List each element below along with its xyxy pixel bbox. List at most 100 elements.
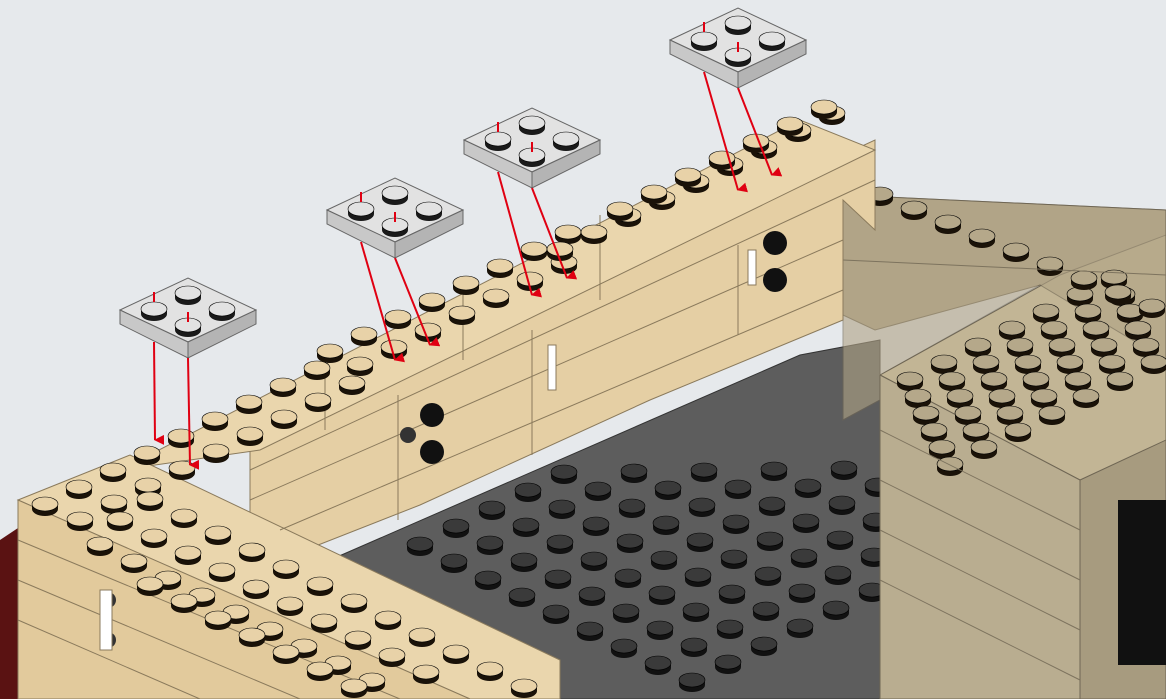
dark-tan-stud xyxy=(955,406,981,425)
floor-stud xyxy=(687,533,713,552)
floor-stud xyxy=(759,497,785,516)
floor-stud xyxy=(475,571,501,590)
plate-stud xyxy=(553,132,579,151)
tan-stud xyxy=(236,395,262,414)
tan-stud xyxy=(134,446,160,465)
tan-stud xyxy=(487,259,513,278)
dark-tan-stud xyxy=(905,389,931,408)
tan-stud xyxy=(239,543,265,562)
dark-tan-stud xyxy=(935,215,961,234)
tan-stud xyxy=(101,495,127,514)
floor-stud xyxy=(787,619,813,638)
dark-tan-stud xyxy=(921,423,947,442)
floor-stud xyxy=(823,601,849,620)
floor-stud xyxy=(479,501,505,520)
plate-stud xyxy=(759,32,785,51)
floor-stud xyxy=(615,569,641,588)
tan-stud xyxy=(203,444,229,463)
floor-stud xyxy=(647,621,673,640)
tan-stud xyxy=(347,357,373,376)
floor-stud xyxy=(685,568,711,587)
floor-stud xyxy=(579,587,605,606)
dark-tan-stud xyxy=(1075,304,1101,323)
floor-stud xyxy=(551,465,577,484)
tan-stud xyxy=(67,512,93,531)
dark-tan-stud xyxy=(931,355,957,374)
dark-tan-stud xyxy=(1033,304,1059,323)
floor-stud xyxy=(581,552,607,571)
tan-stud xyxy=(351,327,377,346)
floor-stud xyxy=(443,519,469,538)
dark-tan-stud xyxy=(981,372,1007,391)
dark-tan-stud xyxy=(937,457,963,476)
tan-stud xyxy=(443,645,469,664)
floor-stud xyxy=(689,498,715,517)
tan-stud xyxy=(202,412,228,431)
floor-stud xyxy=(477,536,503,555)
floor-stud xyxy=(793,514,819,533)
dark-tan-stud xyxy=(1039,406,1065,425)
floor-stud xyxy=(509,588,535,607)
dark-tan-stud xyxy=(1065,372,1091,391)
tan-stud xyxy=(66,480,92,499)
plate-stud xyxy=(519,116,545,135)
dark-tan-stud xyxy=(939,372,965,391)
tan-stud xyxy=(675,168,701,187)
floor-stud xyxy=(577,622,603,641)
tan-stud xyxy=(341,594,367,613)
dark-tan-stud xyxy=(1073,389,1099,408)
tan-stud xyxy=(270,378,296,397)
dark-tan-stud xyxy=(969,229,995,248)
dark-tan-stud xyxy=(1031,389,1057,408)
technic-hole xyxy=(763,231,787,255)
floor-stud xyxy=(755,567,781,586)
dark-tan-stud xyxy=(1083,321,1109,340)
dark-tan-stud xyxy=(913,406,939,425)
tan-stud xyxy=(341,679,367,698)
tan-stud xyxy=(100,463,126,482)
tan-stud xyxy=(205,611,231,630)
technic-hole xyxy=(763,268,787,292)
floor-stud xyxy=(511,553,537,572)
floor-stud xyxy=(407,537,433,556)
floor-stud xyxy=(753,602,779,621)
technic-hole xyxy=(420,440,444,464)
dark-tan-stud xyxy=(1003,243,1029,262)
dark-tan-stud xyxy=(965,338,991,357)
floor-stud xyxy=(751,637,777,656)
dark-tan-stud xyxy=(1067,287,1093,306)
tan-stud xyxy=(171,509,197,528)
dark-tan-stud xyxy=(1105,285,1131,304)
tan-stud xyxy=(409,628,435,647)
dark-tan-stud xyxy=(1041,321,1067,340)
dark-tan-stud xyxy=(1007,338,1033,357)
placement-arrow xyxy=(154,342,155,440)
floor-stud xyxy=(715,655,741,674)
technic-hole xyxy=(400,427,416,443)
floor-stud xyxy=(613,604,639,623)
floor-stud xyxy=(761,462,787,481)
tan-stud xyxy=(205,526,231,545)
dark-tan-stud xyxy=(999,321,1025,340)
dark-tan-stud xyxy=(947,389,973,408)
floor-stud xyxy=(621,464,647,483)
dark-tan-stud xyxy=(1057,355,1083,374)
dark-tan-stud xyxy=(1071,271,1097,290)
tan-stud xyxy=(375,611,401,630)
tan-stud xyxy=(419,293,445,312)
tan-stud xyxy=(137,492,163,511)
tan-stud xyxy=(555,225,581,244)
tan-stud xyxy=(641,185,667,204)
tan-stud xyxy=(171,594,197,613)
plate-stud xyxy=(485,132,511,151)
floor-stud xyxy=(791,549,817,568)
floor-stud xyxy=(721,550,747,569)
plate-stud xyxy=(175,286,201,305)
plate-stud xyxy=(725,16,751,35)
tan-stud xyxy=(477,662,503,681)
floor-stud xyxy=(725,480,751,499)
tan-stud xyxy=(87,537,113,556)
tan-stud xyxy=(273,560,299,579)
tan-stud xyxy=(304,361,330,380)
floor-stud xyxy=(717,620,743,639)
